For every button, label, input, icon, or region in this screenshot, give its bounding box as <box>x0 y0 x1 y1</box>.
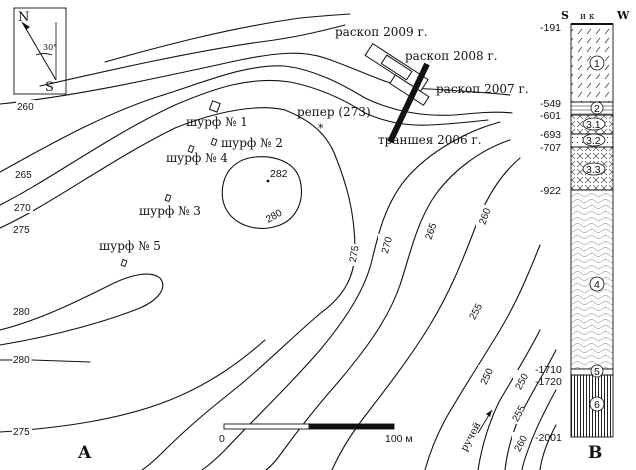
layer-3-3-label: 3.3 <box>586 164 601 176</box>
layer-3-1-label: 3.1 <box>586 119 601 131</box>
compass-angle-label: 30° <box>43 43 57 52</box>
column-header-s: S <box>561 9 569 22</box>
contour-label-260-left: 260 <box>17 102 34 113</box>
scale-start-label: 0 <box>219 433 225 445</box>
excavation-2008-label: раскоп 2008 г. <box>405 49 498 63</box>
excavation-2009-label: раскоп 2009 г. <box>335 25 428 39</box>
depth-693: -693 <box>540 129 561 141</box>
pit-5-marker <box>121 259 127 266</box>
depth-1720: -1720 <box>535 376 562 388</box>
test-pits: шурф № 1 шурф № 2 шурф № 4 шурф № 3 шурф… <box>99 101 283 267</box>
benchmark-label: репер (273) <box>297 105 371 119</box>
contour-label-set: 260 265 270 275 280 280 275 280 275 270 … <box>0 100 531 454</box>
layer-6-label: 6 <box>594 399 600 411</box>
layer-3-2-label: 3.2 <box>586 135 601 147</box>
stratigraphic-column: S и к W 1 2 3.1 3.2 3.3 4 5 6 -191 -549 … <box>535 9 630 463</box>
layer-4-label: 4 <box>594 279 600 291</box>
panel-label-b: B <box>588 443 602 463</box>
contour-label-270-left: 270 <box>14 203 31 214</box>
pit-1-label: шурф № 1 <box>186 115 248 129</box>
contour-top-a <box>40 25 345 86</box>
layer-2-label: 2 <box>594 103 600 115</box>
depth-2001: -2001 <box>535 432 562 444</box>
depth-1710: -1710 <box>535 364 562 376</box>
contour-260-mid <box>332 158 520 470</box>
spot-height-label: 282 <box>270 168 288 180</box>
excavation-2007-label: раскоп 2007 г. <box>436 82 529 96</box>
pit-5-label: шурф № 5 <box>99 239 161 253</box>
trench-2006-label: траншея 2006 г. <box>378 133 482 147</box>
depth-601: -601 <box>540 110 561 122</box>
pit-2-label: шурф № 2 <box>221 136 283 150</box>
contour-label-275-bottom: 275 <box>13 427 30 438</box>
topographic-map: N S 30° 260 <box>0 8 556 470</box>
compass-south-label: S <box>45 80 54 95</box>
pit-4-label: шурф № 4 <box>166 151 228 165</box>
pit-2-marker <box>211 138 217 145</box>
depth-922: -922 <box>540 185 561 197</box>
contour-270-mid <box>202 122 500 470</box>
column-header-w: W <box>616 9 630 22</box>
contour-label-280-left: 280 <box>13 307 30 318</box>
scale-end-label: 100 м <box>385 433 413 445</box>
contour-280-hill <box>222 157 301 229</box>
excavation-areas: раскоп 2009 г. раскоп 2008 г. раскоп 200… <box>335 25 529 147</box>
contour-275-bottom <box>0 340 265 432</box>
panel-label-a: A <box>77 443 92 463</box>
contour-label-265-left: 265 <box>15 170 32 181</box>
column-header-middle: и к <box>580 12 595 22</box>
contour-label-275-left: 275 <box>13 225 30 236</box>
stream-label: ручей <box>459 420 484 453</box>
stream-arrow-head-icon <box>486 410 492 417</box>
layer-5-label: 5 <box>594 366 600 378</box>
depth-191: -191 <box>540 22 561 34</box>
layer-1-label: 1 <box>594 58 600 70</box>
benchmark-marker: репер (273) * <box>297 105 371 135</box>
spot-height-dot <box>267 180 270 183</box>
contour-label-280-left-b: 280 <box>13 355 30 366</box>
contour-label-275-mid: 275 <box>348 245 362 264</box>
pit-3-marker <box>165 194 171 201</box>
pit-1-marker <box>210 101 221 112</box>
benchmark-star-icon: * <box>318 122 324 135</box>
scale-bar: 0 100 м <box>219 424 413 445</box>
depth-549: -549 <box>540 98 561 110</box>
pit-3-label: шурф № 3 <box>139 204 201 218</box>
compass-north-label: N <box>18 10 29 25</box>
depth-707: -707 <box>540 142 561 154</box>
